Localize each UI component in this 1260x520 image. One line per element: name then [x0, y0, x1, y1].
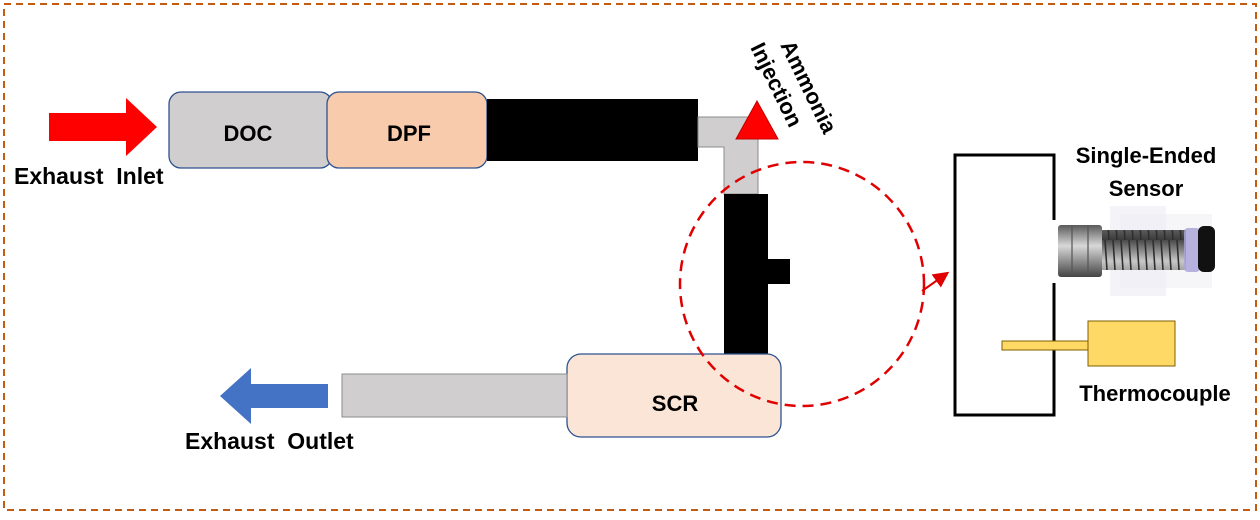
dpf-label: DPF [387, 121, 431, 146]
scr-label: SCR [652, 391, 699, 416]
single-ended-sensor-icon [1058, 206, 1215, 296]
pipe-segment-black-vertical [724, 194, 768, 356]
ammonia-injection-marker-icon [735, 99, 779, 140]
pipe-segment-grey-outlet [341, 373, 568, 418]
sensor-chamber-outline [953, 153, 1056, 417]
zoom-pointer-arrow [921, 271, 950, 292]
exhaust-outlet-label: Exhaust Outlet [185, 428, 354, 454]
thermocouple-probe [1001, 340, 1090, 351]
sensor-label-line2: Sensor [1109, 176, 1184, 201]
exhaust-inlet-arrow-icon [49, 98, 157, 156]
exhaust-outlet-arrow-icon [220, 368, 328, 424]
sensor-port-stub [766, 259, 790, 284]
sensor-label-line1: Single-Ended [1076, 143, 1217, 168]
doc-label: DOC [224, 121, 273, 146]
outer-frame [3, 3, 1257, 511]
pipe-segment-black-horizontal [487, 99, 698, 161]
exhaust-inlet-label: Exhaust Inlet [14, 163, 164, 189]
zoom-detail-circle [678, 160, 926, 408]
thermocouple-label: Thermocouple [1079, 381, 1231, 406]
thermocouple-body [1087, 320, 1176, 367]
